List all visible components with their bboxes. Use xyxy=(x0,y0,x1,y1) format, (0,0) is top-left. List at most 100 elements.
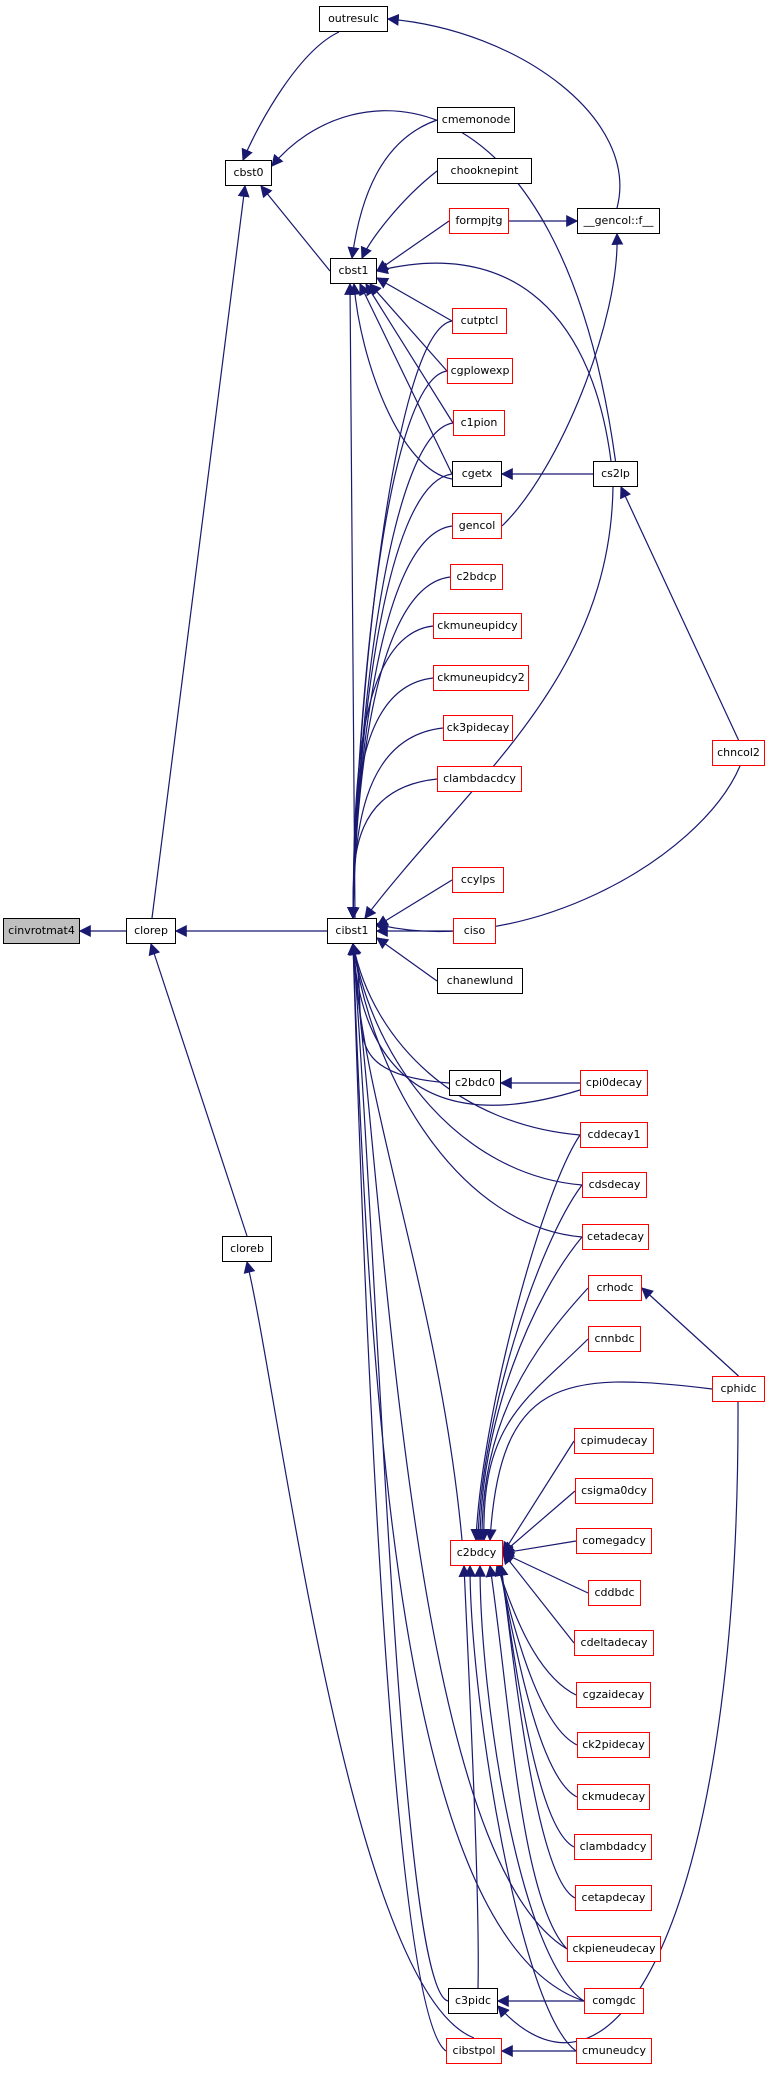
edge-gencol-to-cibst1 xyxy=(347,525,453,920)
edge-ckmuneupidcy-to-cibst1 xyxy=(347,625,434,920)
node-ck3pidecay[interactable]: ck3pidecay xyxy=(443,715,513,741)
node-cphidc[interactable]: cphidc xyxy=(712,1376,765,1402)
edge-cgetx-to-cbst1 xyxy=(359,282,453,475)
node-clorep[interactable]: clorep xyxy=(126,918,176,944)
node-comgdc[interactable]: comgdc xyxy=(584,1988,644,2014)
edge-c3pidc-to-c2bdcy xyxy=(458,1564,479,1989)
node-cnnbdc[interactable]: cnnbdc xyxy=(588,1326,641,1352)
edge-gencol-to-gencolf xyxy=(501,232,624,527)
edge-cddecay1-to-cibst1 xyxy=(349,942,581,1136)
edge-crhodc-to-c2bdcy xyxy=(475,1287,589,1542)
node-cddbdc[interactable]: cddbdc xyxy=(588,1580,641,1606)
edge-ck2pidecay-to-c2bdcy xyxy=(494,1563,578,1746)
node-cetadecay[interactable]: cetadecay xyxy=(582,1224,649,1250)
node-csigma0dcy[interactable]: csigma0dcy xyxy=(575,1478,653,1504)
edge-cgplowexp-to-cbst1 xyxy=(369,283,448,372)
node-cbst1[interactable]: cbst1 xyxy=(330,258,377,284)
edge-comgdc-to-cibst1 xyxy=(347,942,585,2002)
edge-cmuneudcy-to-c2bdcy xyxy=(464,1564,577,2052)
node-c2bdcp[interactable]: c2bdcp xyxy=(450,564,503,590)
node-clambdadcy[interactable]: clambdadcy xyxy=(574,1834,652,1860)
edge-cpi0decay-to-cibst1 xyxy=(347,942,581,1106)
node-chooknepint[interactable]: chooknepint xyxy=(437,158,532,184)
edge-c3pidc-to-cibst1 xyxy=(347,942,449,2002)
node-chncol2[interactable]: chncol2 xyxy=(712,740,765,766)
node-cbst0[interactable]: cbst0 xyxy=(225,160,272,186)
node-cgplowexp[interactable]: cgplowexp xyxy=(447,358,513,384)
edge-c2bdcy-to-cibst1 xyxy=(347,942,463,1541)
edge-cddbdc-to-c2bdcy xyxy=(501,1552,589,1594)
edge-cibstpol-to-cibst1 xyxy=(347,942,447,2052)
edge-cutptcl-to-cbst1 xyxy=(375,277,453,322)
node-ckmudecay[interactable]: ckmudecay xyxy=(577,1784,650,1810)
edge-cibstpol-to-cloreb xyxy=(243,1260,475,2039)
edge-gencolf-to-outresulc xyxy=(386,13,621,209)
node-cibstpol[interactable]: cibstpol xyxy=(446,2038,502,2064)
node-cutptcl[interactable]: cutptcl xyxy=(452,308,507,334)
node-cddecay1[interactable]: cddecay1 xyxy=(580,1122,648,1148)
node-clambdacdcy[interactable]: clambdacdcy xyxy=(437,766,522,792)
node-cpi0decay[interactable]: cpi0decay xyxy=(580,1070,648,1096)
edge-clambdacdcy-to-cibst1 xyxy=(347,778,438,920)
node-c2bdcy[interactable]: c2bdcy xyxy=(450,1540,503,1566)
node-gencol[interactable]: gencol xyxy=(452,513,502,539)
edge-ccylps-to-cibst1 xyxy=(375,879,453,927)
edge-outresulc-to-cbst0 xyxy=(241,31,340,162)
edge-cphidc-to-c3pidc xyxy=(497,1401,739,2044)
node-c3pidc[interactable]: c3pidc xyxy=(448,1988,498,2014)
edge-cbst1-to-cbst0 xyxy=(260,185,331,272)
node-cmuneudcy[interactable]: cmuneudcy xyxy=(576,2038,652,2064)
edge-cibst1-to-cbst1 xyxy=(344,282,357,919)
edge-cphidc-to-crhodc xyxy=(641,1287,739,1377)
node-cmemonode[interactable]: cmemonode xyxy=(437,107,515,133)
edge-cs2lp-to-cibst1 xyxy=(364,486,614,919)
node-outresulc[interactable]: outresulc xyxy=(319,6,388,32)
node-ccylps[interactable]: ccylps xyxy=(452,867,504,893)
edge-chooknepint-to-cbst1 xyxy=(360,170,438,260)
edge-comgdc-to-c2bdcy xyxy=(474,1564,585,2002)
edge-ckpieneudecay-to-c2bdcy xyxy=(485,1564,568,1950)
node-crhodc[interactable]: crhodc xyxy=(588,1275,642,1301)
edge-c1pion-to-cbst1 xyxy=(365,282,454,424)
node-ckpieneudecay[interactable]: ckpieneudecay xyxy=(567,1936,661,1962)
node-c2bdc0[interactable]: c2bdc0 xyxy=(449,1070,501,1096)
node-cetapdecay[interactable]: cetapdecay xyxy=(575,1885,652,1911)
node-cgzaidecay[interactable]: cgzaidecay xyxy=(576,1682,651,1708)
node-gencol-f[interactable]: __gencol::f__ xyxy=(577,208,660,234)
node-cdeltadecay[interactable]: cdeltadecay xyxy=(574,1630,654,1656)
edge-ckmudecay-to-c2bdcy xyxy=(495,1563,578,1798)
edge-chncol2-to-cs2lp xyxy=(620,485,740,741)
node-cdsdecay[interactable]: cdsdecay xyxy=(582,1172,647,1198)
node-cs2lp[interactable]: cs2lp xyxy=(593,461,638,487)
node-chanewlund[interactable]: chanewlund xyxy=(437,968,523,994)
edge-formpjtg-to-cbst1 xyxy=(376,220,450,272)
edge-cdsdecay-to-c2bdcy xyxy=(472,1184,583,1542)
edge-cetapdecay-to-c2bdcy xyxy=(496,1563,576,1899)
edge-cdsdecay-to-cibst1 xyxy=(348,942,583,1186)
edge-ck3pidecay-to-cibst1 xyxy=(347,727,444,920)
node-comegadcy[interactable]: comegadcy xyxy=(576,1528,652,1554)
edge-chncol2-to-cibst1 xyxy=(373,765,741,933)
node-c1pion[interactable]: c1pion xyxy=(453,410,505,436)
node-ckmuneupidcy[interactable]: ckmuneupidcy xyxy=(433,613,522,639)
edge-cphidc-to-c2bdcy xyxy=(484,1381,713,1542)
edge-c2bdc0-to-cibst1 xyxy=(349,942,450,1084)
node-cgetx[interactable]: cgetx xyxy=(452,461,502,487)
edge-cgetx-to-cibst1 xyxy=(347,473,453,920)
edge-cetadecay-to-cibst1 xyxy=(348,942,583,1238)
node-ck2pidecay[interactable]: ck2pidecay xyxy=(577,1732,650,1758)
edge-cloreb-to-clorep xyxy=(148,942,248,1237)
node-ckmuneupidcy2[interactable]: ckmuneupidcy2 xyxy=(433,665,529,691)
node-cinvrotmat4[interactable]: cinvrotmat4 xyxy=(3,918,80,944)
edge-clorep-cbst0 xyxy=(151,184,250,919)
edge-cpimudecay-to-c2bdcy xyxy=(502,1440,575,1555)
edge-cnnbdc-to-c2bdcy xyxy=(477,1338,589,1542)
node-formpjtg[interactable]: formpjtg xyxy=(449,208,509,234)
node-ciso[interactable]: ciso xyxy=(453,918,496,944)
edge-cs2lp-to-cbst1 xyxy=(375,262,612,462)
edge-chanewlund-to-cibst1 xyxy=(376,937,438,982)
node-cpimudecay[interactable]: cpimudecay xyxy=(574,1428,654,1454)
node-cibst1[interactable]: cibst1 xyxy=(327,918,377,944)
node-cloreb[interactable]: cloreb xyxy=(222,1236,272,1262)
